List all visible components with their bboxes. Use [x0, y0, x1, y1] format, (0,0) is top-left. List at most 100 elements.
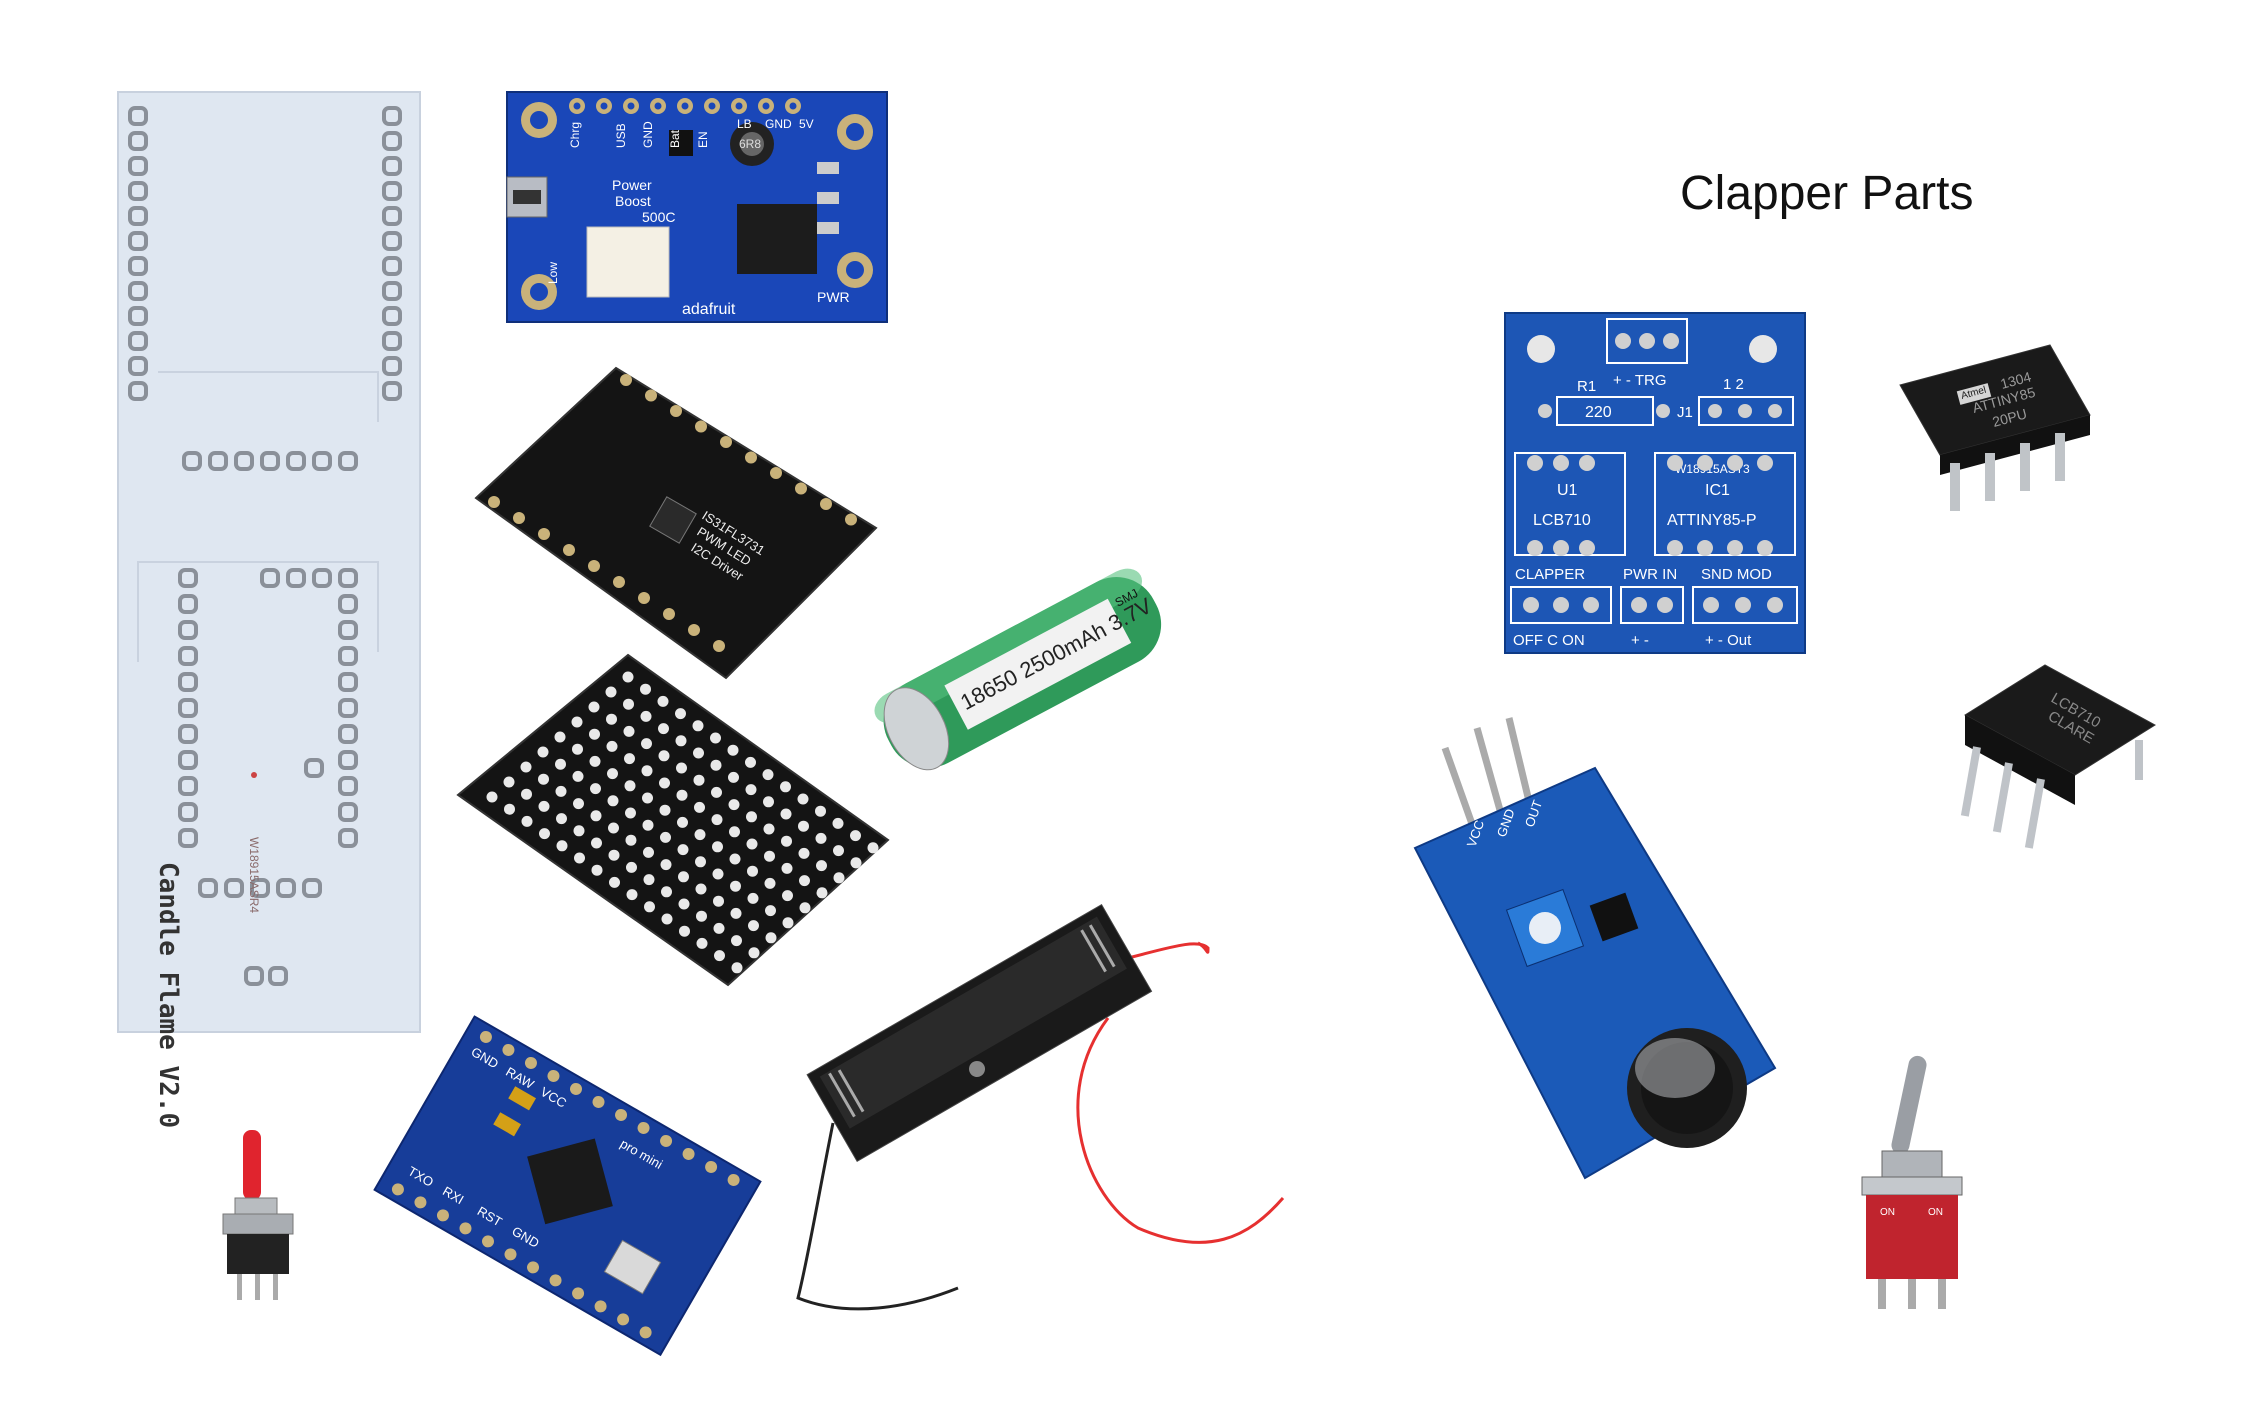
pad-hole	[708, 102, 716, 110]
pb-inductor: 6R8	[739, 137, 761, 151]
pad-hole	[178, 672, 198, 692]
pad-hole	[504, 1248, 517, 1261]
battery-holder	[788, 898, 1288, 1338]
pad-hole	[695, 856, 706, 868]
pad-hole	[798, 847, 810, 859]
toggle-switch-mini: ON ON	[1852, 1055, 1972, 1315]
pad-hole	[178, 802, 198, 822]
pad-hole	[606, 713, 617, 725]
pad-hole	[695, 883, 707, 895]
pad-hole	[745, 756, 756, 768]
pad-hole	[727, 744, 739, 756]
pad-hole	[488, 496, 500, 508]
pad-hole	[1579, 455, 1595, 471]
pad-hole	[588, 701, 600, 713]
pad-hole	[1727, 540, 1743, 556]
pad-hole	[250, 878, 270, 898]
clapper-pwr-in: PWR IN	[1623, 566, 1677, 583]
pad-hole	[1667, 455, 1683, 471]
pb-pin-0: Chrg	[568, 122, 582, 148]
pad-hole	[547, 1069, 560, 1082]
board-code: W18915ASR4	[247, 837, 261, 913]
pad-hole	[198, 878, 218, 898]
pad-hole	[728, 799, 740, 811]
clapper-r1-value: 220	[1585, 404, 1612, 421]
pad-hole	[128, 181, 148, 201]
powerboost-board: Power Boost 500C adafruit PWR Low 6R8 Ch…	[506, 91, 888, 323]
pad-hole	[338, 646, 358, 666]
pad-hole	[765, 905, 776, 917]
pad-hole	[178, 594, 198, 614]
pb-pwr: PWR	[817, 289, 850, 305]
clapper-snd-mod: SND MOD	[1701, 566, 1772, 583]
candle-flame-pcb: W18915ASR4 Candle Flame V2.0	[117, 91, 421, 1128]
pad-hole	[128, 231, 148, 251]
pad-hole	[782, 890, 793, 902]
pad-hole	[338, 724, 358, 744]
pad-hole	[845, 513, 857, 526]
pad-hole	[676, 789, 688, 801]
pad-hole	[694, 829, 706, 841]
pad-hole	[1631, 597, 1647, 613]
pad-hole	[382, 206, 402, 226]
led-matrix-board	[456, 653, 890, 987]
pad-hole	[1523, 597, 1539, 613]
pad-hole	[128, 331, 148, 351]
pad-hole	[608, 822, 619, 834]
pad-hole	[762, 769, 774, 781]
pad-hole	[670, 405, 682, 417]
pad-hole	[338, 802, 358, 822]
pad-hole	[641, 765, 653, 777]
pad-hole	[746, 811, 757, 823]
pad-hole	[642, 819, 654, 831]
pad-hole	[605, 686, 617, 698]
pb-name-2: Boost	[615, 193, 651, 209]
pad-hole	[640, 710, 652, 722]
pad-hole	[623, 725, 635, 737]
pad-hole	[696, 937, 708, 949]
pad-hole	[178, 750, 198, 770]
led-driver-board: IS31FL3731 PWM LED I2C Driver	[474, 366, 878, 680]
pad-hole	[730, 907, 742, 919]
pad-hole	[816, 860, 827, 872]
pad-hole	[608, 849, 620, 861]
pad-hole	[820, 498, 832, 510]
pad-hole	[657, 695, 669, 707]
pad-hole	[268, 966, 288, 986]
pad-hole	[590, 783, 601, 795]
pad-hole	[696, 910, 707, 922]
pb-name-3: 500C	[642, 209, 675, 225]
pad-hole	[555, 758, 566, 770]
pad-hole	[711, 786, 722, 798]
pad-hole	[520, 761, 532, 773]
pad-hole	[128, 281, 148, 301]
pad-hole	[626, 861, 637, 873]
pb-pin-5: LB	[737, 117, 752, 131]
pad-hole	[748, 947, 760, 959]
pad-hole	[1757, 540, 1773, 556]
pb-pin-7: 5V	[799, 117, 814, 131]
pad-hole	[502, 1043, 515, 1056]
pad-hole	[799, 902, 811, 914]
pad-hole	[729, 853, 741, 865]
pad-hole	[659, 804, 671, 816]
clapper-ic1-part: ATTINY85-P	[1667, 512, 1757, 529]
toggle-on-2: ON	[1928, 1207, 1943, 1218]
pad-hole	[527, 1261, 540, 1274]
pad-hole	[712, 841, 723, 853]
pad-hole	[128, 156, 148, 176]
pad-hole	[589, 728, 600, 740]
clapper-pcb: + - TRG R1 220 J1 1 2 U1 LCB710 W18915AS…	[1504, 312, 1806, 654]
pad-hole	[660, 1134, 673, 1147]
pad-hole	[573, 825, 585, 837]
pad-hole	[675, 708, 686, 720]
pad-hole	[638, 592, 650, 604]
pad-hole	[643, 874, 655, 886]
pad-hole	[382, 281, 402, 301]
pad-hole	[677, 844, 689, 856]
pad-hole	[624, 753, 635, 765]
pad-hole	[128, 381, 148, 401]
pad-hole	[338, 776, 358, 796]
pad-hole	[1553, 597, 1569, 613]
pad-hole	[833, 845, 844, 857]
